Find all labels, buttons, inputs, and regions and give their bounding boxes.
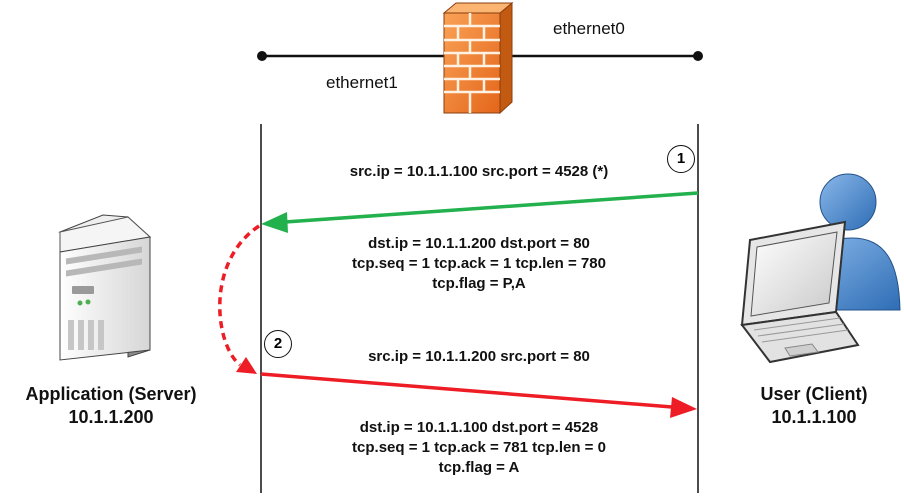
server-name: Application (Server) [25,384,197,404]
packet2-dst-line: dst.ip = 10.1.1.100 dst.port = 4528 [359,419,599,436]
packet2-tcp-line: tcp.seq = 1 tcp.ack = 781 tcp.len = 0 [352,439,606,456]
packet2-details: dst.ip = 10.1.1.100 dst.port = 4528 tcp.… [279,418,679,478]
packet1-flag-line: tcp.flag = P,A [432,275,526,292]
packet1-tcp-line: tcp.seq = 1 tcp.ack = 1 tcp.len = 780 [352,255,606,272]
user-laptop-icon [740,173,901,364]
client-label: User (Client) 10.1.1.100 [734,383,894,429]
inbound-arrow [261,191,699,233]
server-tower-icon [58,214,152,361]
interface-label-ethernet1: ethernet1 [326,73,398,92]
firewall-icon [442,1,514,115]
server-ip: 10.1.1.200 [68,407,154,427]
link-endpoint-right [693,51,703,61]
link-endpoint-left [257,51,267,61]
packet2-flag-line: tcp.flag = A [438,459,520,476]
packet1-details: dst.ip = 10.1.1.200 dst.port = 80 tcp.se… [279,234,679,294]
packet1-src-label: src.ip = 10.1.1.100 src.port = 4528 (*) [349,163,609,180]
outbound-arrow [260,372,697,418]
packet1-dst-line: dst.ip = 10.1.1.200 dst.port = 80 [368,235,590,252]
person-head [819,173,877,231]
server-label: Application (Server) 10.1.1.200 [0,383,222,429]
processing-curve [218,224,260,374]
client-name: User (Client) [760,384,868,404]
step-marker-2: 2 [264,330,292,358]
client-ip: 10.1.1.100 [771,407,857,427]
interface-label-ethernet0: ethernet0 [553,19,625,38]
packet2-src-label: src.ip = 10.1.1.200 src.port = 80 [368,348,590,365]
step-marker-1: 1 [667,145,695,173]
